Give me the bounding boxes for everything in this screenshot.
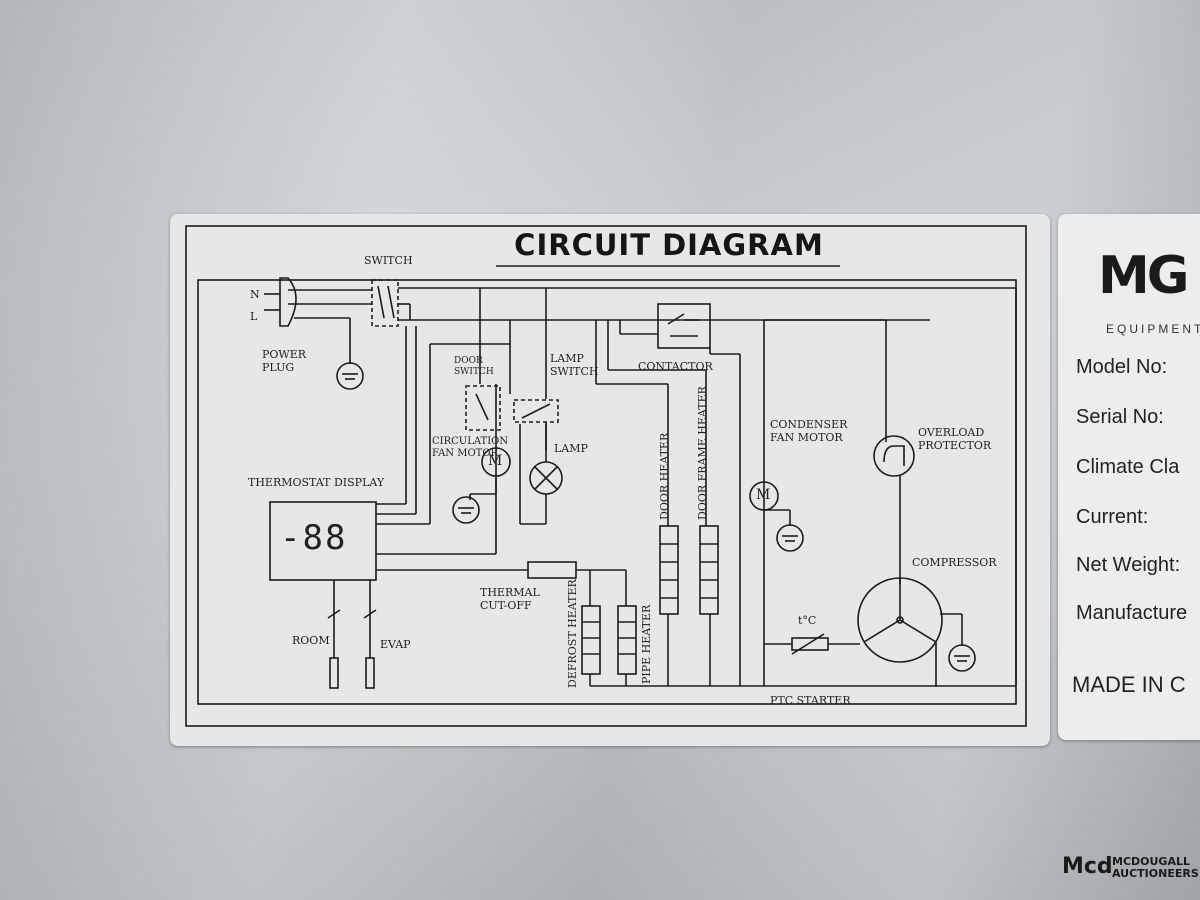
circulation-fan-symbol: M bbox=[488, 453, 503, 469]
info-row-climate: Climate Cla bbox=[1076, 456, 1180, 478]
brand-subtitle: EQUIPMENT bbox=[1106, 322, 1200, 336]
label-n: N bbox=[250, 288, 260, 301]
info-row-serial: Serial No: bbox=[1076, 406, 1164, 428]
equipment-info-plate: MG EQUIPMENT Model No: Serial No: Climat… bbox=[1058, 214, 1200, 740]
label-overload-protector: OVERLOAD PROTECTOR bbox=[918, 426, 992, 452]
label-condenser-fan: CONDENSER FAN MOTOR bbox=[770, 418, 848, 444]
label-power-plug: POWER PLUG bbox=[262, 348, 307, 374]
label-temp-symbol: t°C bbox=[798, 614, 817, 627]
info-row-manufacture: Manufacture bbox=[1076, 602, 1188, 624]
info-row-model: Model No: bbox=[1076, 356, 1168, 378]
label-evap: EVAP bbox=[380, 638, 411, 651]
watermark: Mcd MCDOUGALL AUCTIONEERS bbox=[1062, 852, 1199, 886]
info-row-weight: Net Weight: bbox=[1076, 554, 1181, 576]
circuit-diagram-label: CIRCUIT DIAGRAM N L SWITCH POWER PLUG DO… bbox=[170, 214, 1050, 746]
label-defrost-heater: DEFROST HEATER bbox=[566, 579, 579, 688]
label-door-heater: DOOR HEATER bbox=[658, 432, 671, 520]
label-circulation-fan: CIRCULATION FAN MOTOR bbox=[432, 436, 509, 459]
label-l: L bbox=[250, 310, 258, 323]
thermostat-readout: -88 bbox=[280, 518, 348, 558]
watermark-line1: MCDOUGALL bbox=[1112, 855, 1190, 868]
label-door-switch: DOOR SWITCH bbox=[454, 356, 494, 377]
diagram-title: CIRCUIT DIAGRAM bbox=[514, 228, 824, 262]
label-door-frame-heater: DOOR FRAME HEATER bbox=[696, 386, 709, 520]
label-ptc-starter: PTC STARTER bbox=[770, 694, 851, 707]
brand-logo: MG bbox=[1098, 246, 1189, 306]
label-thermostat-display: THERMOSTAT DISPLAY bbox=[248, 476, 385, 489]
condenser-fan-symbol: M bbox=[756, 487, 771, 503]
label-lamp: LAMP bbox=[554, 442, 588, 455]
circuit-diagram bbox=[185, 225, 1027, 727]
made-in-text: MADE IN C bbox=[1072, 672, 1186, 697]
watermark-logo: Mcd bbox=[1062, 854, 1113, 879]
info-row-current: Current: bbox=[1076, 506, 1149, 528]
watermark-line2: AUCTIONEERS bbox=[1112, 867, 1199, 880]
label-contactor: CONTACTOR bbox=[638, 360, 713, 373]
label-pipe-heater: PIPE HEATER bbox=[640, 604, 653, 684]
label-lamp-switch: LAMP SWITCH bbox=[550, 352, 599, 378]
label-room: ROOM bbox=[292, 634, 330, 647]
label-compressor: COMPRESSOR bbox=[912, 556, 997, 569]
label-switch: SWITCH bbox=[364, 254, 413, 267]
label-thermal-cutoff: THERMAL CUT-OFF bbox=[480, 586, 540, 612]
